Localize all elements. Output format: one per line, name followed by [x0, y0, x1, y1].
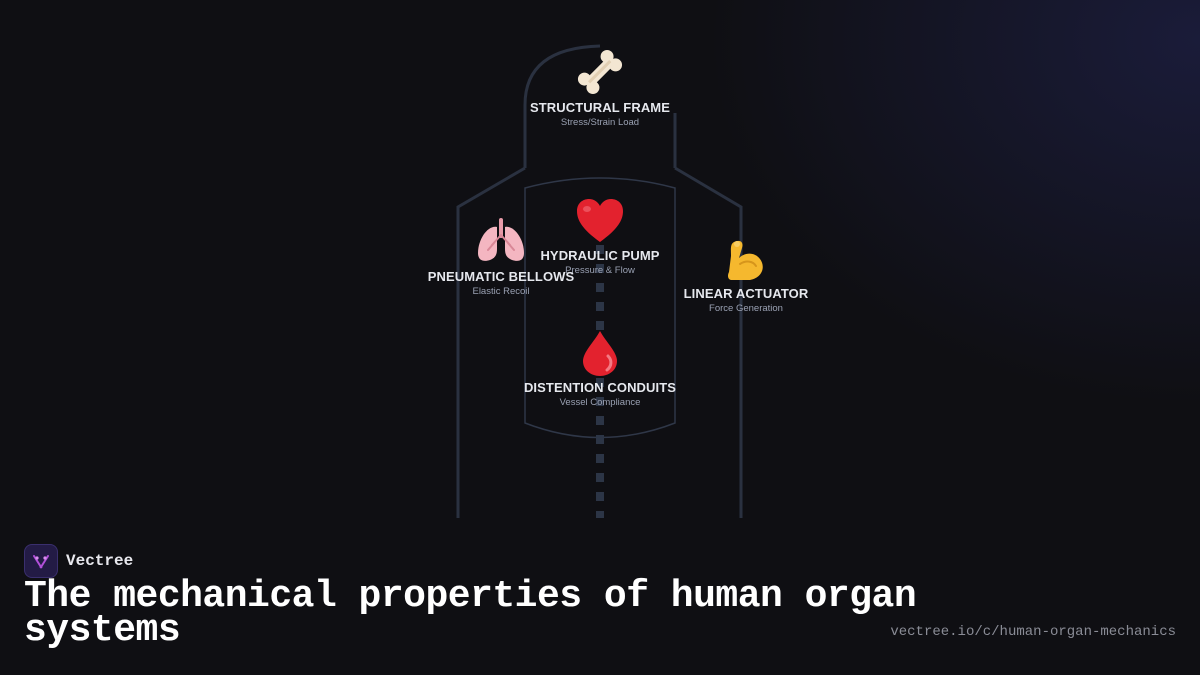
node-subtitle: Force Generation	[709, 303, 783, 314]
bone-icon	[577, 49, 623, 95]
node-linear-actuator: LINEAR ACTUATOR Force Generation	[636, 234, 856, 316]
node-title: LINEAR ACTUATOR	[683, 286, 809, 301]
node-title: DISTENTION CONDUITS	[523, 380, 677, 395]
brand: Vectree	[24, 544, 133, 578]
node-hydraulic-pump: HYDRAULIC PUMP Pressure & Flow	[490, 196, 710, 278]
chest-cavity-outline	[524, 177, 676, 439]
brand-name: Vectree	[66, 552, 134, 570]
node-subtitle: Vessel Compliance	[559, 397, 641, 408]
node-title: STRUCTURAL FRAME	[529, 100, 671, 115]
node-subtitle: Stress/Strain Load	[560, 117, 640, 128]
torso-outline-left	[456, 166, 526, 518]
node-subtitle: Pressure & Flow	[565, 265, 635, 276]
node-distention-conduits: DISTENTION CONDUITS Vessel Compliance	[490, 328, 710, 410]
node-title: HYDRAULIC PUMP	[540, 248, 660, 263]
node-structural-frame: STRUCTURAL FRAME Stress/Strain Load	[490, 44, 710, 130]
vectree-logo-icon	[24, 544, 58, 578]
flexed-bicep-icon	[728, 240, 763, 280]
source-url: vectree.io/c/human-organ-mechanics	[890, 624, 1176, 640]
node-pneumatic-bellows: PNEUMATIC BELLOWS Elastic Recoil	[391, 215, 611, 299]
head-outline	[523, 44, 601, 168]
page-title: The mechanical properties of human organ…	[24, 575, 917, 652]
node-subtitle: Elastic Recoil	[472, 286, 530, 297]
blood-drop-icon	[583, 331, 617, 376]
heart-icon	[577, 199, 623, 242]
node-title: PNEUMATIC BELLOWS	[427, 269, 575, 284]
torso-outline-right	[674, 166, 743, 518]
lungs-icon	[478, 218, 524, 261]
